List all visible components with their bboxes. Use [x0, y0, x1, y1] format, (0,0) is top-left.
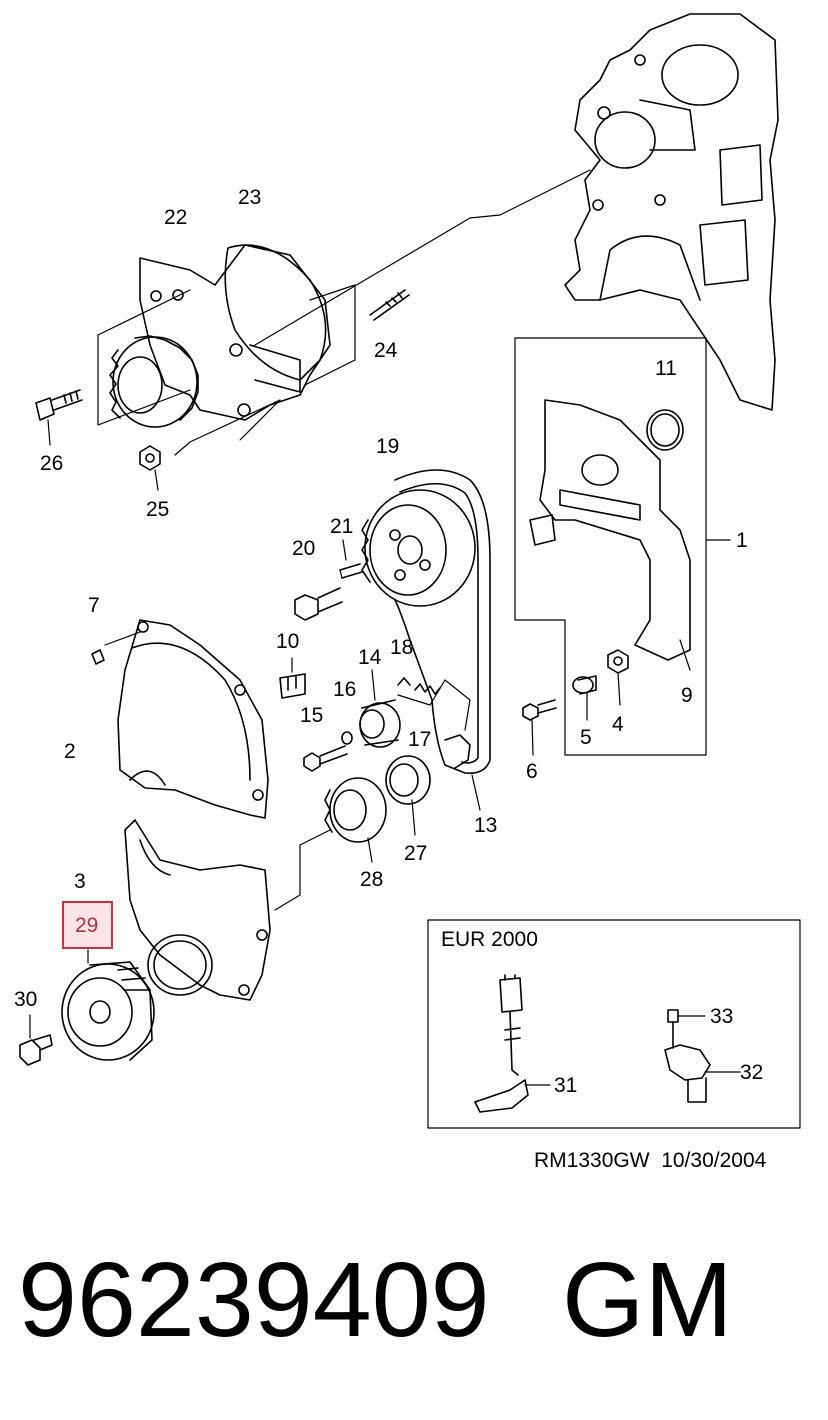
washer-16	[341, 731, 353, 745]
callout-14[interactable]: 14	[358, 646, 382, 669]
callout-17[interactable]: 17	[408, 728, 432, 751]
callout-16[interactable]: 16	[333, 678, 357, 701]
callout-26[interactable]: 26	[40, 452, 64, 475]
dowel-5	[572, 675, 597, 721]
callout-31[interactable]: 31	[554, 1074, 578, 1097]
brand-label: GM	[562, 1241, 733, 1359]
lower-cover	[124, 819, 271, 1001]
callout-22[interactable]: 22	[164, 206, 188, 229]
engine-block	[564, 13, 779, 411]
highlight-box	[62, 901, 113, 949]
nut-4	[607, 649, 629, 706]
bolt-15	[303, 745, 348, 772]
callout-11[interactable]: 11	[655, 357, 677, 380]
idler-27	[385, 755, 431, 836]
sensor-31	[474, 974, 551, 1113]
callout-7[interactable]: 7	[88, 594, 100, 617]
gasket-box	[514, 337, 731, 756]
tensioner-14	[359, 669, 401, 748]
inset-frame	[427, 919, 801, 1129]
spring-17	[397, 677, 471, 731]
callout-21[interactable]: 21	[330, 515, 354, 538]
callout-15[interactable]: 15	[300, 704, 324, 727]
callout-10[interactable]: 10	[276, 630, 300, 653]
timing-belt	[394, 469, 491, 811]
crank-gear-28	[274, 777, 387, 911]
pulley-29	[61, 949, 155, 1061]
callout-4[interactable]: 4	[612, 713, 624, 736]
callout-23[interactable]: 23	[238, 186, 262, 209]
callout-33[interactable]: 33	[710, 1005, 734, 1028]
bolt-6	[522, 699, 557, 756]
callout-18[interactable]: 18	[390, 636, 414, 659]
callout-2[interactable]: 2	[64, 740, 76, 763]
inset-title: EUR 2000	[441, 928, 538, 951]
camshaft-gear	[361, 489, 476, 607]
leader-pump-to-block	[254, 169, 591, 346]
upper-cover	[91, 619, 269, 819]
callout-6[interactable]: 6	[526, 760, 538, 783]
bolt-20	[294, 587, 343, 621]
callout-20[interactable]: 20	[292, 537, 316, 560]
callout-5[interactable]: 5	[580, 726, 592, 749]
callout-24[interactable]: 24	[374, 339, 398, 362]
part-number: 96239409	[18, 1241, 490, 1359]
callout-30[interactable]: 30	[14, 988, 38, 1011]
bolt-30	[19, 1014, 53, 1066]
callout-28[interactable]: 28	[360, 868, 384, 891]
water-pump	[97, 244, 356, 456]
sensor-32	[664, 1009, 741, 1103]
pump-gear	[109, 335, 199, 428]
callout-3[interactable]: 3	[74, 870, 86, 893]
exploded-parts-diagram	[19, 13, 801, 1129]
callout-27[interactable]: 27	[404, 842, 428, 865]
stud-24	[369, 289, 410, 321]
callout-1[interactable]: 1	[736, 529, 748, 552]
drawing-reference: RM1330GW 10/30/2004	[534, 1149, 767, 1172]
nut-25	[139, 445, 161, 491]
callout-32[interactable]: 32	[740, 1061, 764, 1084]
callout-13[interactable]: 13	[474, 814, 498, 837]
callout-19[interactable]: 19	[376, 435, 400, 458]
callout-9[interactable]: 9	[681, 684, 693, 707]
clip-10	[279, 657, 306, 699]
pin-21	[339, 539, 363, 579]
bolt-26	[35, 389, 83, 446]
callout-29[interactable]: 29	[75, 914, 99, 937]
callout-25[interactable]: 25	[146, 498, 170, 521]
